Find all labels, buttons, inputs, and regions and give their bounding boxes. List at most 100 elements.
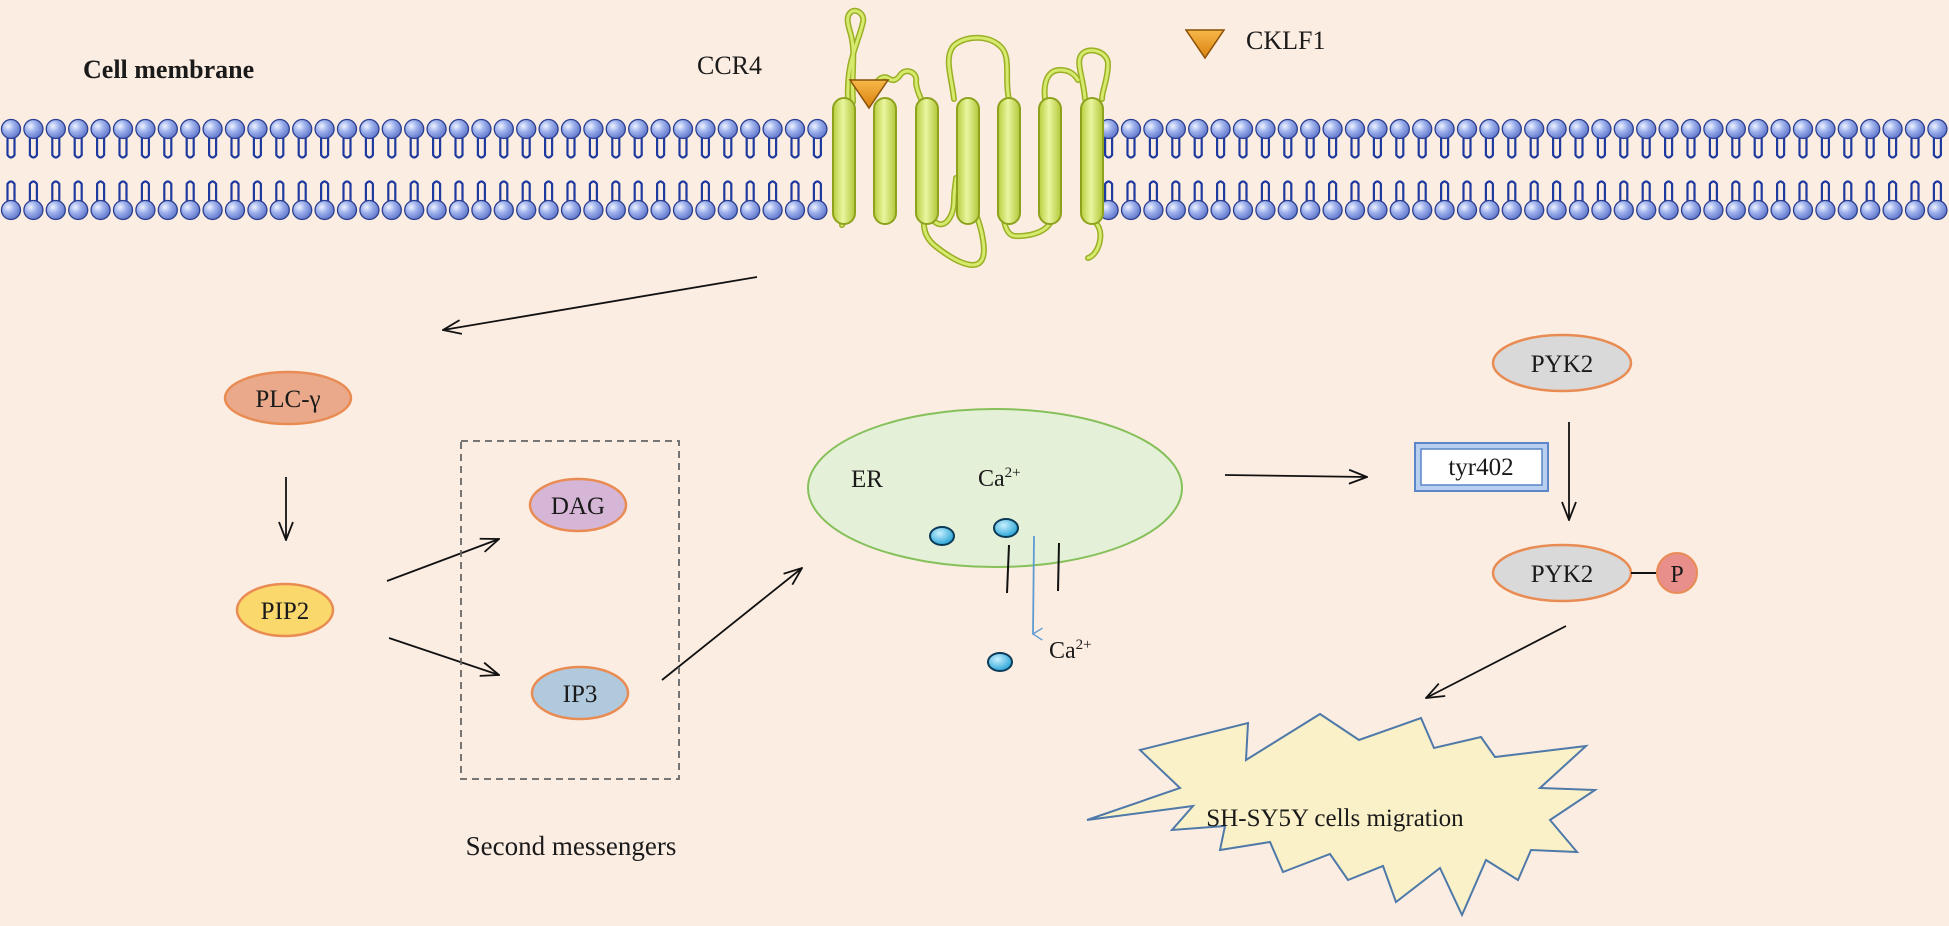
lipid-head — [112, 199, 134, 221]
lipid-head — [1456, 199, 1478, 221]
lipid-head — [68, 118, 89, 140]
lipid-head — [762, 118, 783, 140]
lipid-head — [1792, 118, 1814, 140]
lipid-head — [45, 199, 66, 221]
lipid-head — [583, 199, 604, 221]
lipid-head — [605, 118, 626, 140]
er-organelle — [807, 408, 1183, 568]
ip3-label: IP3 — [563, 681, 598, 708]
lipid-head — [426, 118, 447, 140]
lipid-head — [292, 199, 313, 221]
lipid-head — [1210, 118, 1231, 140]
tyr402-label: tyr402 — [1448, 454, 1513, 481]
lipid-head — [1412, 118, 1433, 140]
lipid-head — [493, 199, 514, 221]
lipid-head — [381, 118, 402, 140]
lipid-head — [1613, 199, 1634, 221]
lipid-head — [202, 118, 223, 140]
lipid-head — [1165, 199, 1186, 221]
lipid-head — [1412, 199, 1433, 221]
lipid-head — [695, 199, 716, 221]
lipid-head — [1255, 199, 1276, 221]
lipid-head — [1882, 118, 1903, 140]
lipid-head — [0, 199, 22, 221]
pyk2-label: PYK2 — [1531, 351, 1594, 378]
lipid-head — [1927, 199, 1948, 221]
lipid-head — [807, 118, 828, 140]
lipid-head — [1143, 118, 1164, 140]
lipid-head — [1725, 199, 1746, 221]
lipid-head — [560, 199, 582, 221]
er-calcium-channel-left — [1006, 544, 1010, 594]
lipid-head — [224, 199, 246, 221]
tyr402-box-inner — [1420, 448, 1543, 486]
lipid-head — [1367, 199, 1388, 221]
lipid-head — [1568, 199, 1590, 221]
pip2-node — [235, 582, 335, 638]
ccr4-label: CCR4 — [697, 51, 762, 80]
lipid-head — [224, 118, 246, 140]
calcium-ion — [929, 526, 955, 546]
lipid-head — [1434, 118, 1455, 140]
lipid-bilayer — [0, 118, 1948, 221]
lipid-head — [1860, 118, 1881, 140]
lipid-head — [448, 199, 470, 221]
lipid-head — [1837, 199, 1858, 221]
lipid-head — [650, 118, 671, 140]
arrow-phospho-pyk2-to-migration — [1426, 625, 1567, 698]
lipid-head — [1501, 118, 1522, 140]
lipid-head — [1120, 199, 1142, 221]
lipid-head — [1479, 118, 1500, 140]
lipid-head — [717, 199, 738, 221]
lipid-head — [1904, 118, 1926, 140]
dag-label: DAG — [551, 493, 605, 520]
lipid-head — [628, 199, 649, 221]
lipid-head — [1658, 118, 1679, 140]
lipid-head — [404, 118, 425, 140]
lipid-head — [1501, 199, 1522, 221]
lipid-head — [336, 199, 358, 221]
lipid-head — [45, 118, 66, 140]
lipid-head — [157, 118, 178, 140]
lipid-head — [23, 199, 44, 221]
er-calcium-label: Ca2+ — [978, 465, 1021, 492]
cklf1-label: CKLF1 — [1246, 26, 1325, 55]
lipid-head — [292, 118, 313, 140]
lipid-head — [448, 118, 470, 140]
lipid-head — [1927, 118, 1948, 140]
arrow-er-to-tyr402 — [1224, 475, 1367, 477]
lipid-head — [314, 118, 335, 140]
lipid-head — [1255, 118, 1276, 140]
lipid-head — [1434, 199, 1455, 221]
calcium-release-arrow — [1031, 535, 1043, 641]
migration-burst — [1086, 712, 1599, 918]
lipid-head — [1837, 118, 1858, 140]
lipid-head — [1636, 118, 1657, 140]
ip3-node — [530, 665, 630, 721]
transmembrane-helix — [956, 97, 980, 225]
lipid-head — [740, 118, 761, 140]
arrow-ip3-to-er — [661, 568, 802, 681]
lipid-head — [1680, 199, 1702, 221]
lipid-head — [1591, 199, 1612, 221]
lipid-head — [1277, 118, 1298, 140]
lipid-head — [90, 199, 111, 221]
lipid-head — [740, 199, 761, 221]
lipid-head — [807, 199, 828, 221]
lipid-head — [1792, 199, 1814, 221]
lipid-head — [1120, 118, 1142, 140]
lipid-head — [1904, 199, 1926, 221]
lipid-head — [1703, 199, 1724, 221]
lipid-head — [359, 199, 380, 221]
lipid-tails — [6, 135, 1942, 204]
cytosol-calcium-label: Ca2+ — [1049, 637, 1092, 664]
lipid-head — [1815, 118, 1836, 140]
phosphate-label: P — [1670, 562, 1683, 588]
lipid-head — [1232, 199, 1254, 221]
lipid-head — [247, 199, 268, 221]
lipid-head — [1300, 118, 1321, 140]
lipid-head — [538, 118, 559, 140]
transmembrane-helix — [1080, 97, 1104, 225]
lipid-head — [538, 199, 559, 221]
